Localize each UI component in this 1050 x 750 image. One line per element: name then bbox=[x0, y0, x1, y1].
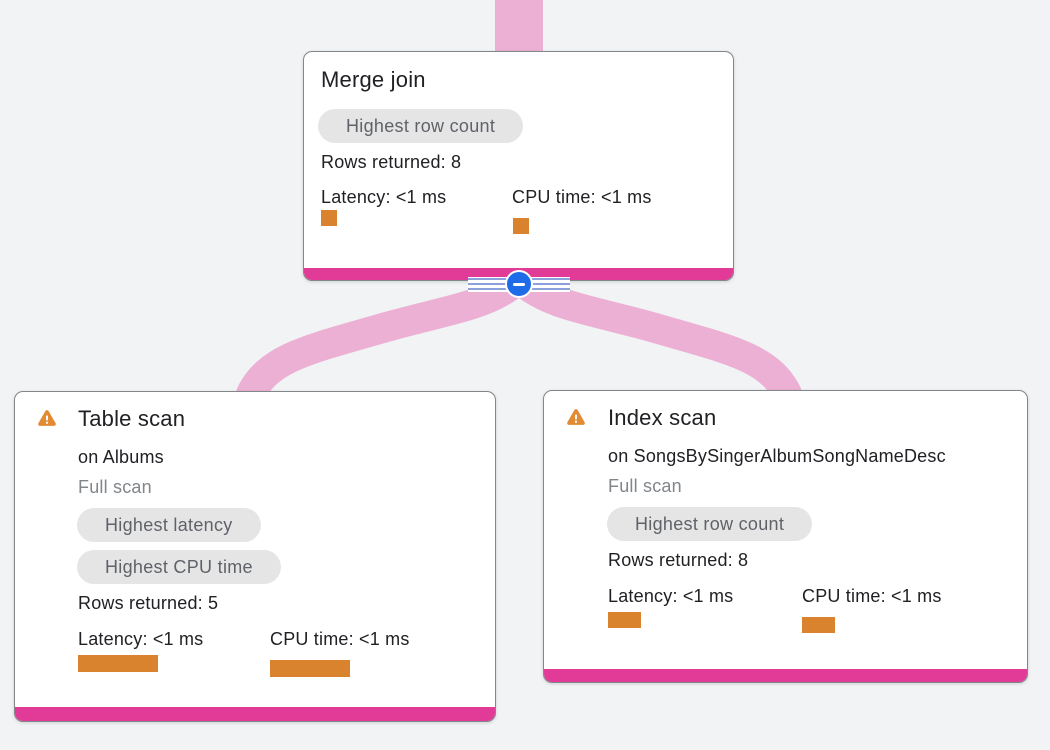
node-card-merge-join[interactable]: Merge join Highest row count Rows return… bbox=[303, 51, 734, 281]
node-card-table-scan[interactable]: Table scan on Albums Full scan Highest l… bbox=[14, 391, 496, 722]
scan-target: on SongsBySingerAlbumSongNameDesc bbox=[608, 446, 946, 466]
node-title: Index scan bbox=[608, 405, 717, 430]
node-card-index-scan[interactable]: Index scan on SongsBySingerAlbumSongName… bbox=[543, 390, 1028, 683]
cpu-time-bar bbox=[270, 660, 350, 677]
cpu-time-bar bbox=[802, 617, 835, 633]
edge-merge-join-to-table-scan bbox=[236, 271, 525, 409]
latency-bar bbox=[608, 612, 641, 628]
scan-target: on Albums bbox=[78, 447, 164, 467]
cpu-time-label: CPU time: <1 ms bbox=[270, 629, 410, 649]
node-accent-bar bbox=[15, 707, 495, 721]
cpu-time-label: CPU time: <1 ms bbox=[512, 187, 652, 207]
node-title: Table scan bbox=[78, 406, 186, 431]
scan-mode: Full scan bbox=[78, 477, 152, 497]
rows-returned-label: Rows returned: 8 bbox=[608, 550, 749, 570]
latency-bar bbox=[78, 655, 158, 672]
latency-label: Latency: <1 ms bbox=[608, 586, 734, 606]
rows-returned-label: Rows returned: 5 bbox=[78, 593, 219, 613]
badge-highest-cpu-time: Highest CPU time bbox=[77, 550, 281, 584]
rows-returned-label: Rows returned: 8 bbox=[321, 152, 462, 172]
node-accent-bar bbox=[544, 669, 1027, 682]
badge-highest-row-count: Highest row count bbox=[607, 507, 813, 541]
latency-label: Latency: <1 ms bbox=[78, 629, 204, 649]
scan-mode: Full scan bbox=[608, 476, 682, 496]
collapse-children-button[interactable] bbox=[505, 270, 533, 298]
badge-highest-row-count: Highest row count bbox=[318, 109, 524, 143]
cpu-time-label: CPU time: <1 ms bbox=[802, 586, 942, 606]
minus-icon bbox=[513, 282, 525, 286]
edge-merge-join-to-index-scan bbox=[513, 271, 802, 409]
cpu-time-bar bbox=[513, 218, 529, 234]
latency-label: Latency: <1 ms bbox=[321, 187, 447, 207]
latency-bar bbox=[321, 210, 337, 226]
warning-icon bbox=[565, 406, 587, 428]
warning-icon bbox=[36, 407, 58, 429]
badge-highest-latency: Highest latency bbox=[77, 508, 261, 542]
node-title: Merge join bbox=[321, 67, 426, 92]
